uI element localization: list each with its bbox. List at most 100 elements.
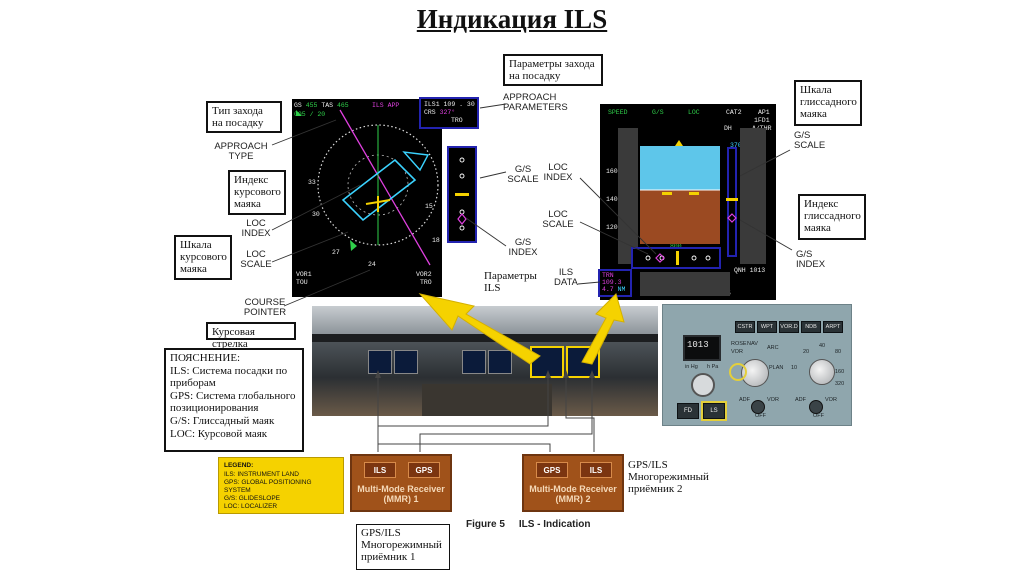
arrow-to-nd <box>418 293 541 365</box>
ils-data-dist: 4.7 <box>602 286 614 293</box>
nd-gs-center-bar <box>455 193 469 196</box>
nd-gs-index-diamond <box>457 213 467 225</box>
label-pfd-loc-scale: LOC SCALE <box>542 209 574 230</box>
heading-label-24: 24 <box>368 261 376 268</box>
crs-label: CRS <box>424 109 436 116</box>
pfd-altitude-tape <box>740 128 766 264</box>
nd-compass <box>296 109 439 266</box>
heading-label-15: 15 <box>425 203 433 210</box>
nav-selector-right[interactable] <box>809 400 823 414</box>
vord-button[interactable]: VOR.D <box>779 321 799 333</box>
ils-station: TRO <box>451 117 463 124</box>
leader-gs-index <box>465 217 507 247</box>
cockpit-glareshield <box>312 334 658 342</box>
in-hg-label: in Hg <box>685 364 698 370</box>
legend-line-loc: LOC: LOCALIZER <box>224 503 278 510</box>
ls-highlight-circle <box>729 363 747 381</box>
ls-button[interactable]: LS <box>701 401 727 421</box>
label-approach-parameters: APPROACH PARAMETERS <box>503 92 568 113</box>
radio-altitude: 800 <box>670 243 682 250</box>
ils-data-freq: 109.3 <box>602 279 622 286</box>
ndb-button[interactable]: NDB <box>801 321 821 333</box>
label-loc-scale: LOC SCALE <box>240 249 272 270</box>
callout-course-arrow: Курсовая стрелка <box>206 322 296 350</box>
navigation-display: GS 455 TAS 465 005 / 20 ILS APP VOR1 TOU… <box>292 99 442 297</box>
nd-gs-dot-2 <box>459 173 465 179</box>
label-course-pointer: COURSE POINTER <box>243 297 287 318</box>
fma-dh: DH <box>724 125 732 132</box>
ils-data-nm: NM <box>617 286 626 293</box>
slide-title: Индикация ILS <box>416 4 608 34</box>
range-10: 10 <box>791 365 798 371</box>
explanation-box: ПОЯСНЕНИЕ: ILS: Система посадки по прибо… <box>164 348 304 452</box>
qnh-readout: QNH 1013 <box>734 267 766 274</box>
mode-arc: ARC <box>767 345 779 351</box>
label-gs-scale: G/S SCALE <box>507 164 539 185</box>
nav-selector-left[interactable] <box>751 400 765 414</box>
leader-pfd-loc-scale <box>579 221 649 255</box>
mode-rose: ROSE <box>731 341 747 347</box>
leader-approach-params <box>479 103 507 109</box>
pfd-loc-center <box>676 251 679 265</box>
approach-type-readout: ILS APP <box>372 102 400 109</box>
adf-right-label: ADF <box>795 397 806 403</box>
altitude-target: 3700 <box>730 142 746 149</box>
ls-button-label: LS <box>710 408 718 414</box>
leader-loc-scale <box>271 231 349 263</box>
nd-gs-dot-4 <box>459 225 465 231</box>
approach-parameters-box: ILS1 109 . 30 CRS 327° TRO <box>419 97 479 129</box>
legend-box: LEGEND: ILS: INSTRUMENT LAND GPS: GLOBAL… <box>218 457 344 514</box>
baro-knob[interactable] <box>691 373 715 397</box>
fma-speed: SPEED <box>608 109 628 116</box>
wiring-lines <box>377 376 595 452</box>
callout-gs-index: Индекс глиссадного маяка <box>798 194 866 240</box>
label-approach-type: APPROACH TYPE <box>214 141 268 162</box>
pfd-ground <box>640 190 720 244</box>
gs-label: GS <box>294 102 302 109</box>
speed-tick-160: 160 <box>606 168 618 175</box>
pfd-sky <box>640 146 720 190</box>
leader-course-pointer <box>283 269 371 307</box>
fd-button[interactable]: FD <box>677 403 699 419</box>
mmr1-chip-gps: GPS <box>408 462 440 478</box>
figure-caption: Figure 5 ILS - Indication <box>466 519 590 530</box>
mmr2-name: Multi-Mode Receiver (MMR) 2 <box>529 484 617 504</box>
arpt-button[interactable]: ARPT <box>823 321 843 333</box>
fma-ap: AP1 <box>758 109 770 116</box>
wpt-button[interactable]: WPT <box>757 321 777 333</box>
pfd-loc-dot-3 <box>691 255 697 261</box>
pfd-speed-tape <box>618 128 638 264</box>
legend-heading: LEGEND: <box>224 462 254 469</box>
leader-loc-index <box>271 184 361 231</box>
heading-label-30: 30 <box>312 211 320 218</box>
cockpit-screen-2 <box>394 350 418 374</box>
range-knob[interactable] <box>809 359 835 385</box>
callout-loc-scale: Шкала курсового маяка <box>174 235 232 280</box>
legend-line-gps: GPS: GLOBAL POSITIONING SYSTEM <box>224 479 312 494</box>
pfd-gs-scale-frame <box>727 147 737 257</box>
pfd-gs-index-diamond <box>727 213 737 223</box>
wire-mmr1-pfd <box>419 376 593 452</box>
heading-label-27: 27 <box>332 249 340 256</box>
label-ils-data: ILS DATA <box>554 267 578 288</box>
nd-loc-scale-box <box>341 158 417 222</box>
fd-button-label: FD <box>684 408 692 414</box>
label-pfd-loc-index: LOC INDEX <box>543 162 573 183</box>
wire-mmr1-nd <box>377 376 549 452</box>
wire-arrow-3 <box>375 370 381 378</box>
figure-number: Figure 5 <box>466 519 505 530</box>
cstr-button[interactable]: CSTR <box>735 321 755 333</box>
highlight-arrows <box>418 293 625 365</box>
gs-value: 455 <box>305 102 318 109</box>
nd-gs-scale-contents <box>455 157 469 231</box>
callout-gs-scale: Шкала глиссадного маяка <box>794 80 862 126</box>
heading-label-18: 18 <box>432 237 440 244</box>
wire-arrow-4 <box>563 370 569 378</box>
wire-arrow-1 <box>545 370 551 378</box>
efis-control-panel: CSTR WPT VOR.D NDB ARPT 1013 in Hg h Pa … <box>662 304 852 426</box>
nd-gs-dot-1 <box>459 157 465 163</box>
vor1-station: TOU <box>296 279 308 286</box>
ils-frequency: 109 . 30 <box>443 101 475 108</box>
cockpit-screen-4 <box>488 350 512 374</box>
